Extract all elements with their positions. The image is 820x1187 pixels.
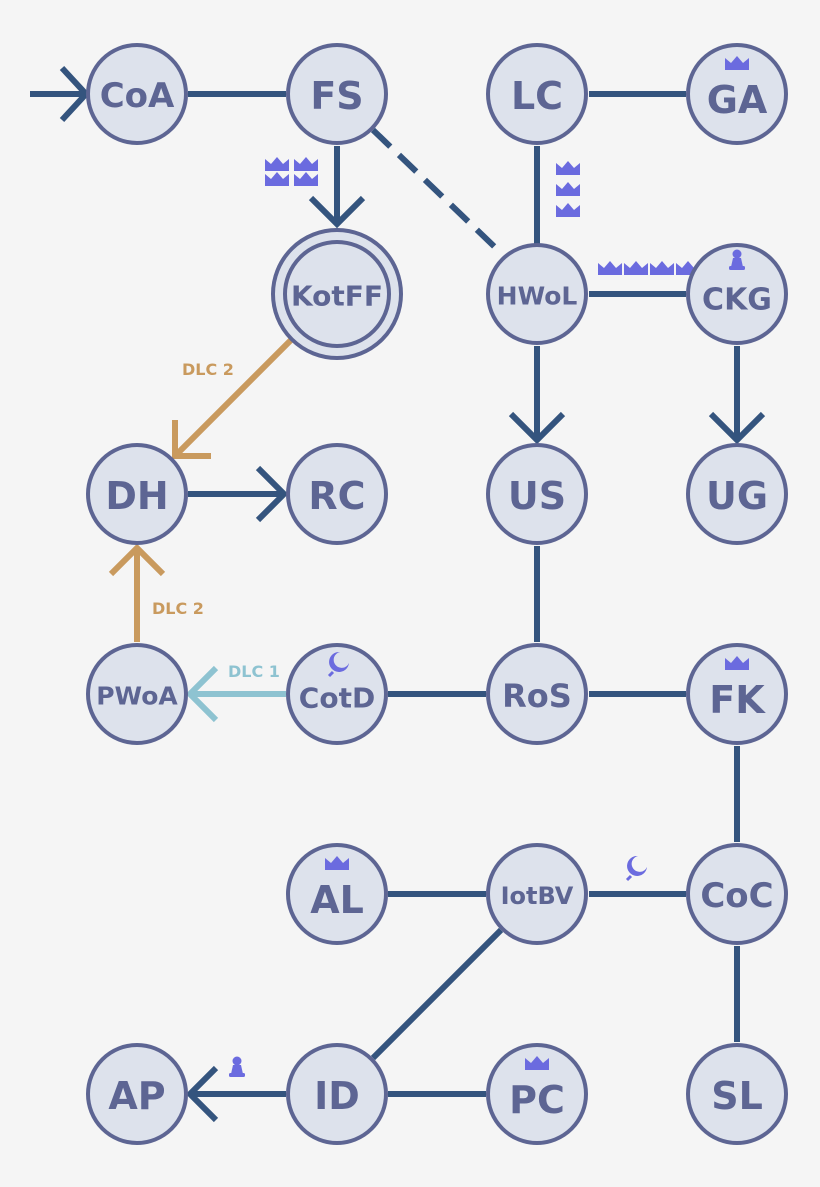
node-label-id: ID <box>314 1074 360 1118</box>
edge-id-ap-arrowhead <box>185 1065 219 1123</box>
edge-kotff-dh <box>172 337 294 459</box>
node-label-cotd: CotD <box>299 682 375 715</box>
node-label-fs: FS <box>310 74 363 118</box>
node-label-ga: GA <box>707 78 768 122</box>
node-label-dh: DH <box>105 474 168 518</box>
pawn-icon <box>229 1056 245 1077</box>
crown-icon <box>650 261 674 275</box>
dlc2-edges <box>108 337 294 642</box>
dlc1-edges <box>185 665 286 723</box>
node-ap-circle <box>86 1043 188 1145</box>
crown-icon <box>265 157 289 171</box>
edge-dh-rc-arrowhead <box>255 465 289 523</box>
node-label-sl: SL <box>711 1074 763 1118</box>
node-label-rc: RC <box>308 474 365 518</box>
node-fs-circle <box>286 43 388 145</box>
nodes <box>86 43 788 1145</box>
edge-iotbv-id <box>370 927 504 1061</box>
node-lc-circle <box>486 43 588 145</box>
node-label-us: US <box>508 474 566 518</box>
node-label-pc: PC <box>509 1078 565 1122</box>
node-label-kotff: KotFF <box>291 280 383 313</box>
node-label-lc: LC <box>511 74 563 118</box>
node-dh-circle <box>86 443 188 545</box>
crown-icon <box>294 172 318 186</box>
node-hwol-circle <box>486 243 588 345</box>
crown-icon <box>556 161 580 175</box>
node-fk-circle <box>686 643 788 745</box>
edges <box>30 65 766 1123</box>
edge-ckg-ug-arrowhead <box>708 411 766 445</box>
node-kotff-circle <box>283 240 391 348</box>
node-iotbv-circle <box>486 843 588 945</box>
node-label-pwoa: PWoA <box>96 682 178 711</box>
edge-pwoa-dh-arrowhead <box>108 543 166 577</box>
node-label-al: AL <box>310 878 364 922</box>
node-al-circle <box>286 843 388 945</box>
crown-icon <box>624 261 648 275</box>
crown-icon <box>598 261 622 275</box>
crown-icon <box>556 182 580 196</box>
node-coc-circle <box>686 843 788 945</box>
node-label-coa: CoA <box>100 76 175 116</box>
dlc-label-kotff-dh: DLC 2 <box>182 360 234 379</box>
edge-fs-kotff-arrowhead <box>308 195 366 229</box>
node-label-coc: CoC <box>700 876 773 916</box>
node-rc-circle <box>286 443 388 545</box>
node-coa-circle <box>86 43 188 145</box>
node-id-circle <box>286 1043 388 1145</box>
node-labels: CoA FS LC GA KotFF HWoL CKG DH RC US UG … <box>96 74 773 1122</box>
node-ros-circle <box>486 643 588 745</box>
edge-kotff-dh-arrowhead <box>172 420 211 459</box>
edge-hwol-us-arrowhead <box>508 411 566 445</box>
moon-icon <box>625 854 649 882</box>
node-label-fk: FK <box>709 678 766 722</box>
dlc-label-cotd-pwoa: DLC 1 <box>228 662 280 681</box>
node-label-iotbv: IotBV <box>501 882 574 910</box>
node-ga-circle <box>686 43 788 145</box>
node-label-hwol: HWoL <box>497 282 578 311</box>
crown-icon <box>265 172 289 186</box>
node-pwoa-circle <box>86 643 188 745</box>
edge-fs-hwol-dashed <box>370 127 503 255</box>
crown-icon <box>294 157 318 171</box>
crown-icon <box>556 203 580 217</box>
node-label-ros: RoS <box>502 677 572 715</box>
dlc-label-pwoa-dh: DLC 2 <box>152 599 204 618</box>
node-sl-circle <box>686 1043 788 1145</box>
node-us-circle <box>486 443 588 545</box>
node-ckg-circle <box>686 243 788 345</box>
node-ug-circle <box>686 443 788 545</box>
node-label-ap: AP <box>108 1074 165 1118</box>
edge-cotd-pwoa-arrowhead <box>185 665 219 723</box>
node-pc-circle <box>486 1043 588 1145</box>
node-label-ckg: CKG <box>702 283 772 318</box>
node-cotd-circle <box>286 643 388 745</box>
node-label-ug: UG <box>706 474 768 518</box>
